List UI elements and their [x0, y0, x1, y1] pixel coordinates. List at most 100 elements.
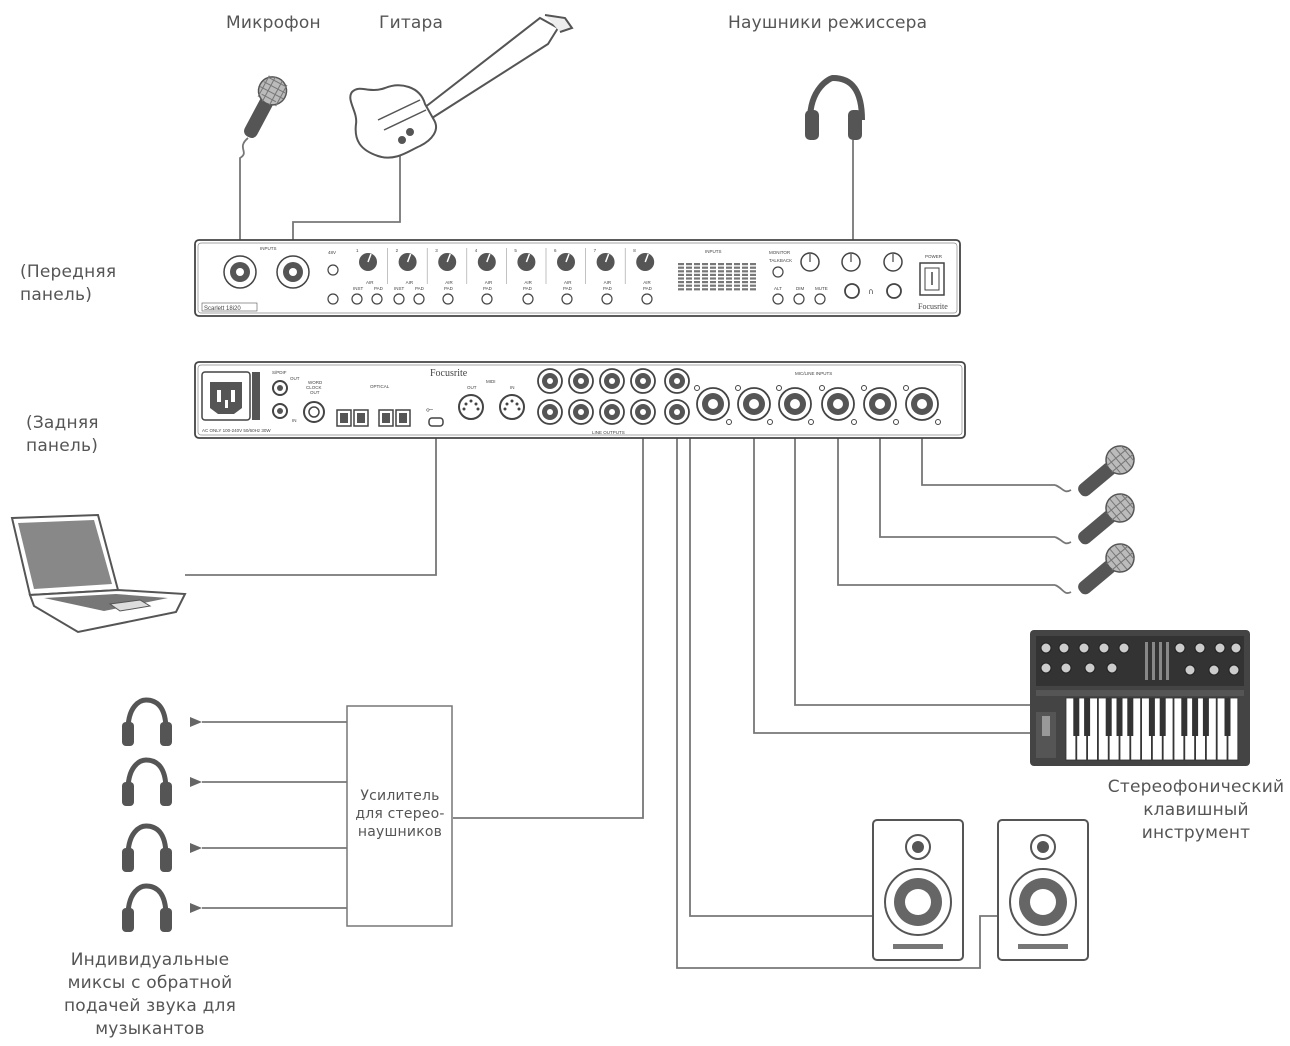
- meter-segment: [710, 273, 716, 276]
- inst-label: INST: [353, 286, 364, 291]
- xlr-inputs: [694, 385, 941, 425]
- alt-button: [772, 293, 784, 305]
- meter-segment: [702, 288, 708, 291]
- meter-segment: [734, 263, 740, 266]
- microphone-icon-3: [1078, 543, 1135, 595]
- amplifier-label: Усилитель для стерео- наушников: [355, 788, 445, 840]
- meter-segment: [742, 284, 748, 287]
- front-panel-device: INPUTS Scarlett 18i20 48V 1AIR2AIR3AIR4A…: [194, 239, 961, 317]
- meter-segment: [742, 266, 748, 269]
- channel-number-4: 4: [475, 248, 478, 253]
- channel-number-8: 8: [633, 248, 636, 253]
- meter-segment: [750, 266, 756, 269]
- optical-port: [378, 409, 394, 427]
- meter-segment: [718, 284, 724, 287]
- meter-segment: [710, 284, 716, 287]
- meter-segment: [726, 263, 732, 266]
- musician-headphones: [122, 697, 172, 932]
- air-label: AIR: [564, 280, 572, 285]
- meter-segment: [678, 288, 684, 291]
- musicians-mixes-label: Индивидуальные миксы с обратной подачей …: [63, 950, 237, 1039]
- line-output-jack: [568, 399, 594, 425]
- cable-mic-front: [239, 137, 249, 244]
- headphone-symbol-icon: ∩: [868, 287, 874, 296]
- meter-segment: [702, 263, 708, 266]
- meter-segment: [726, 284, 732, 287]
- cable-monitor-right: [676, 412, 998, 969]
- pad-label: PAD: [643, 286, 653, 291]
- phantom-power-button: [327, 264, 339, 276]
- meter-segment: [694, 270, 700, 273]
- air-label: AIR: [524, 280, 532, 285]
- front-small-button: [413, 293, 425, 305]
- meter-segment: [718, 270, 724, 273]
- meter-segment: [734, 270, 740, 273]
- meter-segment: [686, 273, 692, 276]
- cable-mic-2: [879, 432, 1055, 538]
- pad-label: PAD: [444, 286, 454, 291]
- meter-segment: [702, 273, 708, 276]
- meter-segment: [678, 281, 684, 284]
- meter-segment: [742, 277, 748, 280]
- rating-label-strip: [252, 372, 260, 420]
- meter-segment: [750, 288, 756, 291]
- pad-label: PAD: [483, 286, 493, 291]
- meter-segment: [726, 281, 732, 284]
- front-small-button: [393, 293, 405, 305]
- xlr-combo-input: [776, 385, 814, 425]
- channel-number-1: 1: [356, 248, 359, 253]
- meter-segment: [710, 277, 716, 280]
- midi-in-port: [499, 394, 525, 420]
- musician-headphones-icon-1: [122, 697, 172, 746]
- rear-brand-label: Focusrite: [430, 368, 468, 379]
- guitar-icon: [349, 14, 574, 159]
- pad-label: PAD: [415, 286, 425, 291]
- spdif-out-label: OUT: [290, 376, 300, 381]
- front-small-button: [561, 293, 573, 305]
- line-outputs-label: LINE OUTPUTS: [592, 430, 625, 435]
- director-headphones-icon: [805, 74, 865, 140]
- cable-monitor-left: [689, 412, 873, 917]
- meter-segment: [726, 270, 732, 273]
- air-label: AIR: [485, 280, 493, 285]
- air-label: AIR: [366, 280, 374, 285]
- pad-label: PAD: [523, 286, 533, 291]
- microphone-label: Микрофон: [226, 13, 321, 33]
- meter-segment: [678, 266, 684, 269]
- keyboard-label: Стереофонический клавишный инструмент: [1107, 777, 1285, 843]
- feed-arrows: [190, 717, 347, 913]
- air-label: AIR: [604, 280, 612, 285]
- cable-guitar-front: [292, 152, 401, 250]
- meter-segment: [718, 266, 724, 269]
- meter-segment: [742, 273, 748, 276]
- meter-segment: [678, 284, 684, 287]
- microphone-icon: [244, 75, 288, 138]
- line-output-jack: [664, 368, 690, 394]
- inst-label: INST: [394, 286, 405, 291]
- line-output-jack: [599, 399, 625, 425]
- meter-segment: [718, 281, 724, 284]
- front-combo-input-2: [276, 255, 310, 289]
- meter-segment: [686, 288, 692, 291]
- meter-segment: [702, 270, 708, 273]
- meter-segment: [694, 277, 700, 280]
- studio-monitor-right-icon: [997, 819, 1089, 961]
- meter-segment: [726, 288, 732, 291]
- meter-segment: [750, 281, 756, 284]
- meter-segment: [710, 266, 716, 269]
- line-output-jack: [568, 368, 594, 394]
- amplifier-box: [346, 705, 453, 927]
- meter-segment: [742, 281, 748, 284]
- front-model-label: Scarlett 18i20: [204, 306, 241, 312]
- headphone-jack-2: [886, 283, 902, 299]
- meter-segment: [718, 273, 724, 276]
- pad-label: PAD: [563, 286, 573, 291]
- mute-label: MUTE: [815, 286, 828, 291]
- meter-segment: [694, 284, 700, 287]
- meter-segment: [686, 277, 692, 280]
